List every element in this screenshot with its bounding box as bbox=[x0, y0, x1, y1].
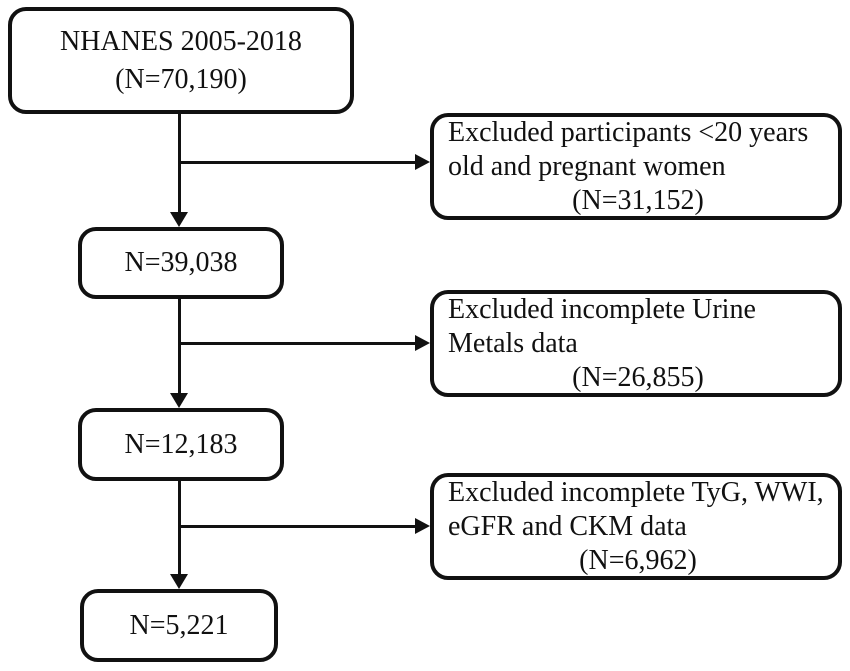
step-n: N=12,183 bbox=[124, 428, 238, 460]
cohort-title: NHANES 2005-2018 bbox=[60, 25, 302, 57]
exclusion-box-tyg-wwi-egfr-ckm: Excluded incomplete TyG, WWI, eGFR and C… bbox=[430, 473, 842, 580]
arrow-right-icon bbox=[415, 335, 430, 351]
exclusion-text-line: Excluded incomplete TyG, WWI, bbox=[448, 476, 824, 508]
flow-box-n39038: N=39,038 bbox=[78, 227, 284, 299]
exclusion-text-line: Excluded incomplete Urine bbox=[448, 293, 756, 325]
connector-branch-1 bbox=[178, 161, 415, 164]
exclusion-n: (N=31,152) bbox=[572, 184, 704, 216]
exclusion-n: (N=6,962) bbox=[579, 544, 697, 576]
connector-vertical-2 bbox=[178, 297, 181, 394]
exclusion-text-line: Excluded participants <20 years bbox=[448, 116, 809, 148]
arrow-right-icon bbox=[415, 154, 430, 170]
exclusion-text-line: Metals data bbox=[448, 327, 578, 359]
cohort-n: (N=70,190) bbox=[115, 63, 247, 95]
arrow-down-icon bbox=[170, 574, 188, 589]
flow-box-nhanes-cohort: NHANES 2005-2018 (N=70,190) bbox=[8, 7, 354, 114]
step-n: N=5,221 bbox=[129, 609, 229, 641]
flow-box-n12183: N=12,183 bbox=[78, 408, 284, 481]
step-n: N=39,038 bbox=[124, 247, 238, 278]
flow-box-n5221: N=5,221 bbox=[80, 589, 278, 662]
arrow-down-icon bbox=[170, 393, 188, 408]
arrow-right-icon bbox=[415, 518, 430, 534]
exclusion-text-line: old and pregnant women bbox=[448, 150, 726, 182]
exclusion-n: (N=26,855) bbox=[572, 361, 704, 393]
arrow-down-icon bbox=[170, 212, 188, 227]
exclusion-box-urine-metals: Excluded incomplete Urine Metals data (N… bbox=[430, 290, 842, 397]
exclusion-box-age-pregnancy: Excluded participants <20 years old and … bbox=[430, 113, 842, 220]
exclusion-text-line: eGFR and CKM data bbox=[448, 510, 687, 542]
connector-branch-3 bbox=[178, 525, 415, 528]
connector-branch-2 bbox=[178, 342, 415, 345]
